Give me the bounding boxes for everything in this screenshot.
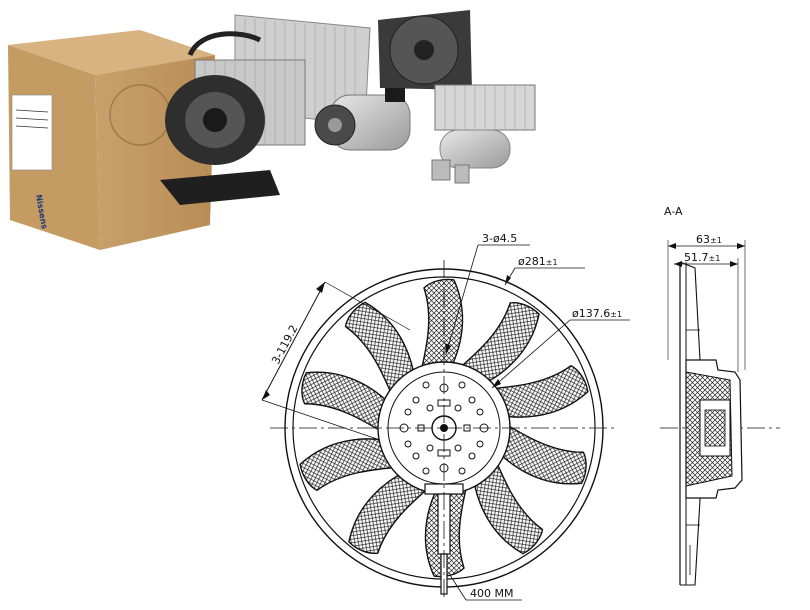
compressor-photo [314, 88, 411, 151]
dimension-depth-inner: 51.7±1 [674, 251, 739, 372]
depth-inner-label: 51.7±1 [684, 251, 720, 264]
section-label: A-A [664, 205, 683, 218]
blower-motor-photo [160, 75, 280, 205]
fan-shroud-photo [378, 10, 472, 90]
dimension-cable: 400 MM [449, 574, 522, 601]
pitch-label: 3-119.2 [269, 323, 300, 367]
dimension-depth-total: 63±1 [667, 233, 746, 370]
hub-diameter-label: ø137.6±1 [572, 307, 622, 320]
dimension-outer-diameter: ø281±1 [504, 255, 585, 286]
dimension-hub-diameter: ø137.6±1 [491, 307, 630, 389]
fan-section-view [660, 261, 780, 586]
hole-spec-label: 3-ø4.5 [482, 232, 517, 245]
receiver-drier-photo [431, 129, 511, 184]
cable-length-label: 400 MM [470, 587, 513, 600]
dimension-holes: 3-ø4.5 [445, 232, 530, 355]
box-label [11, 94, 53, 171]
depth-total-label: 63±1 [696, 233, 722, 246]
fan-front-view [270, 260, 618, 600]
outer-diameter-label: ø281±1 [518, 255, 558, 268]
heater-core-photo [434, 84, 536, 131]
product-photo: Nissens [8, 10, 536, 250]
